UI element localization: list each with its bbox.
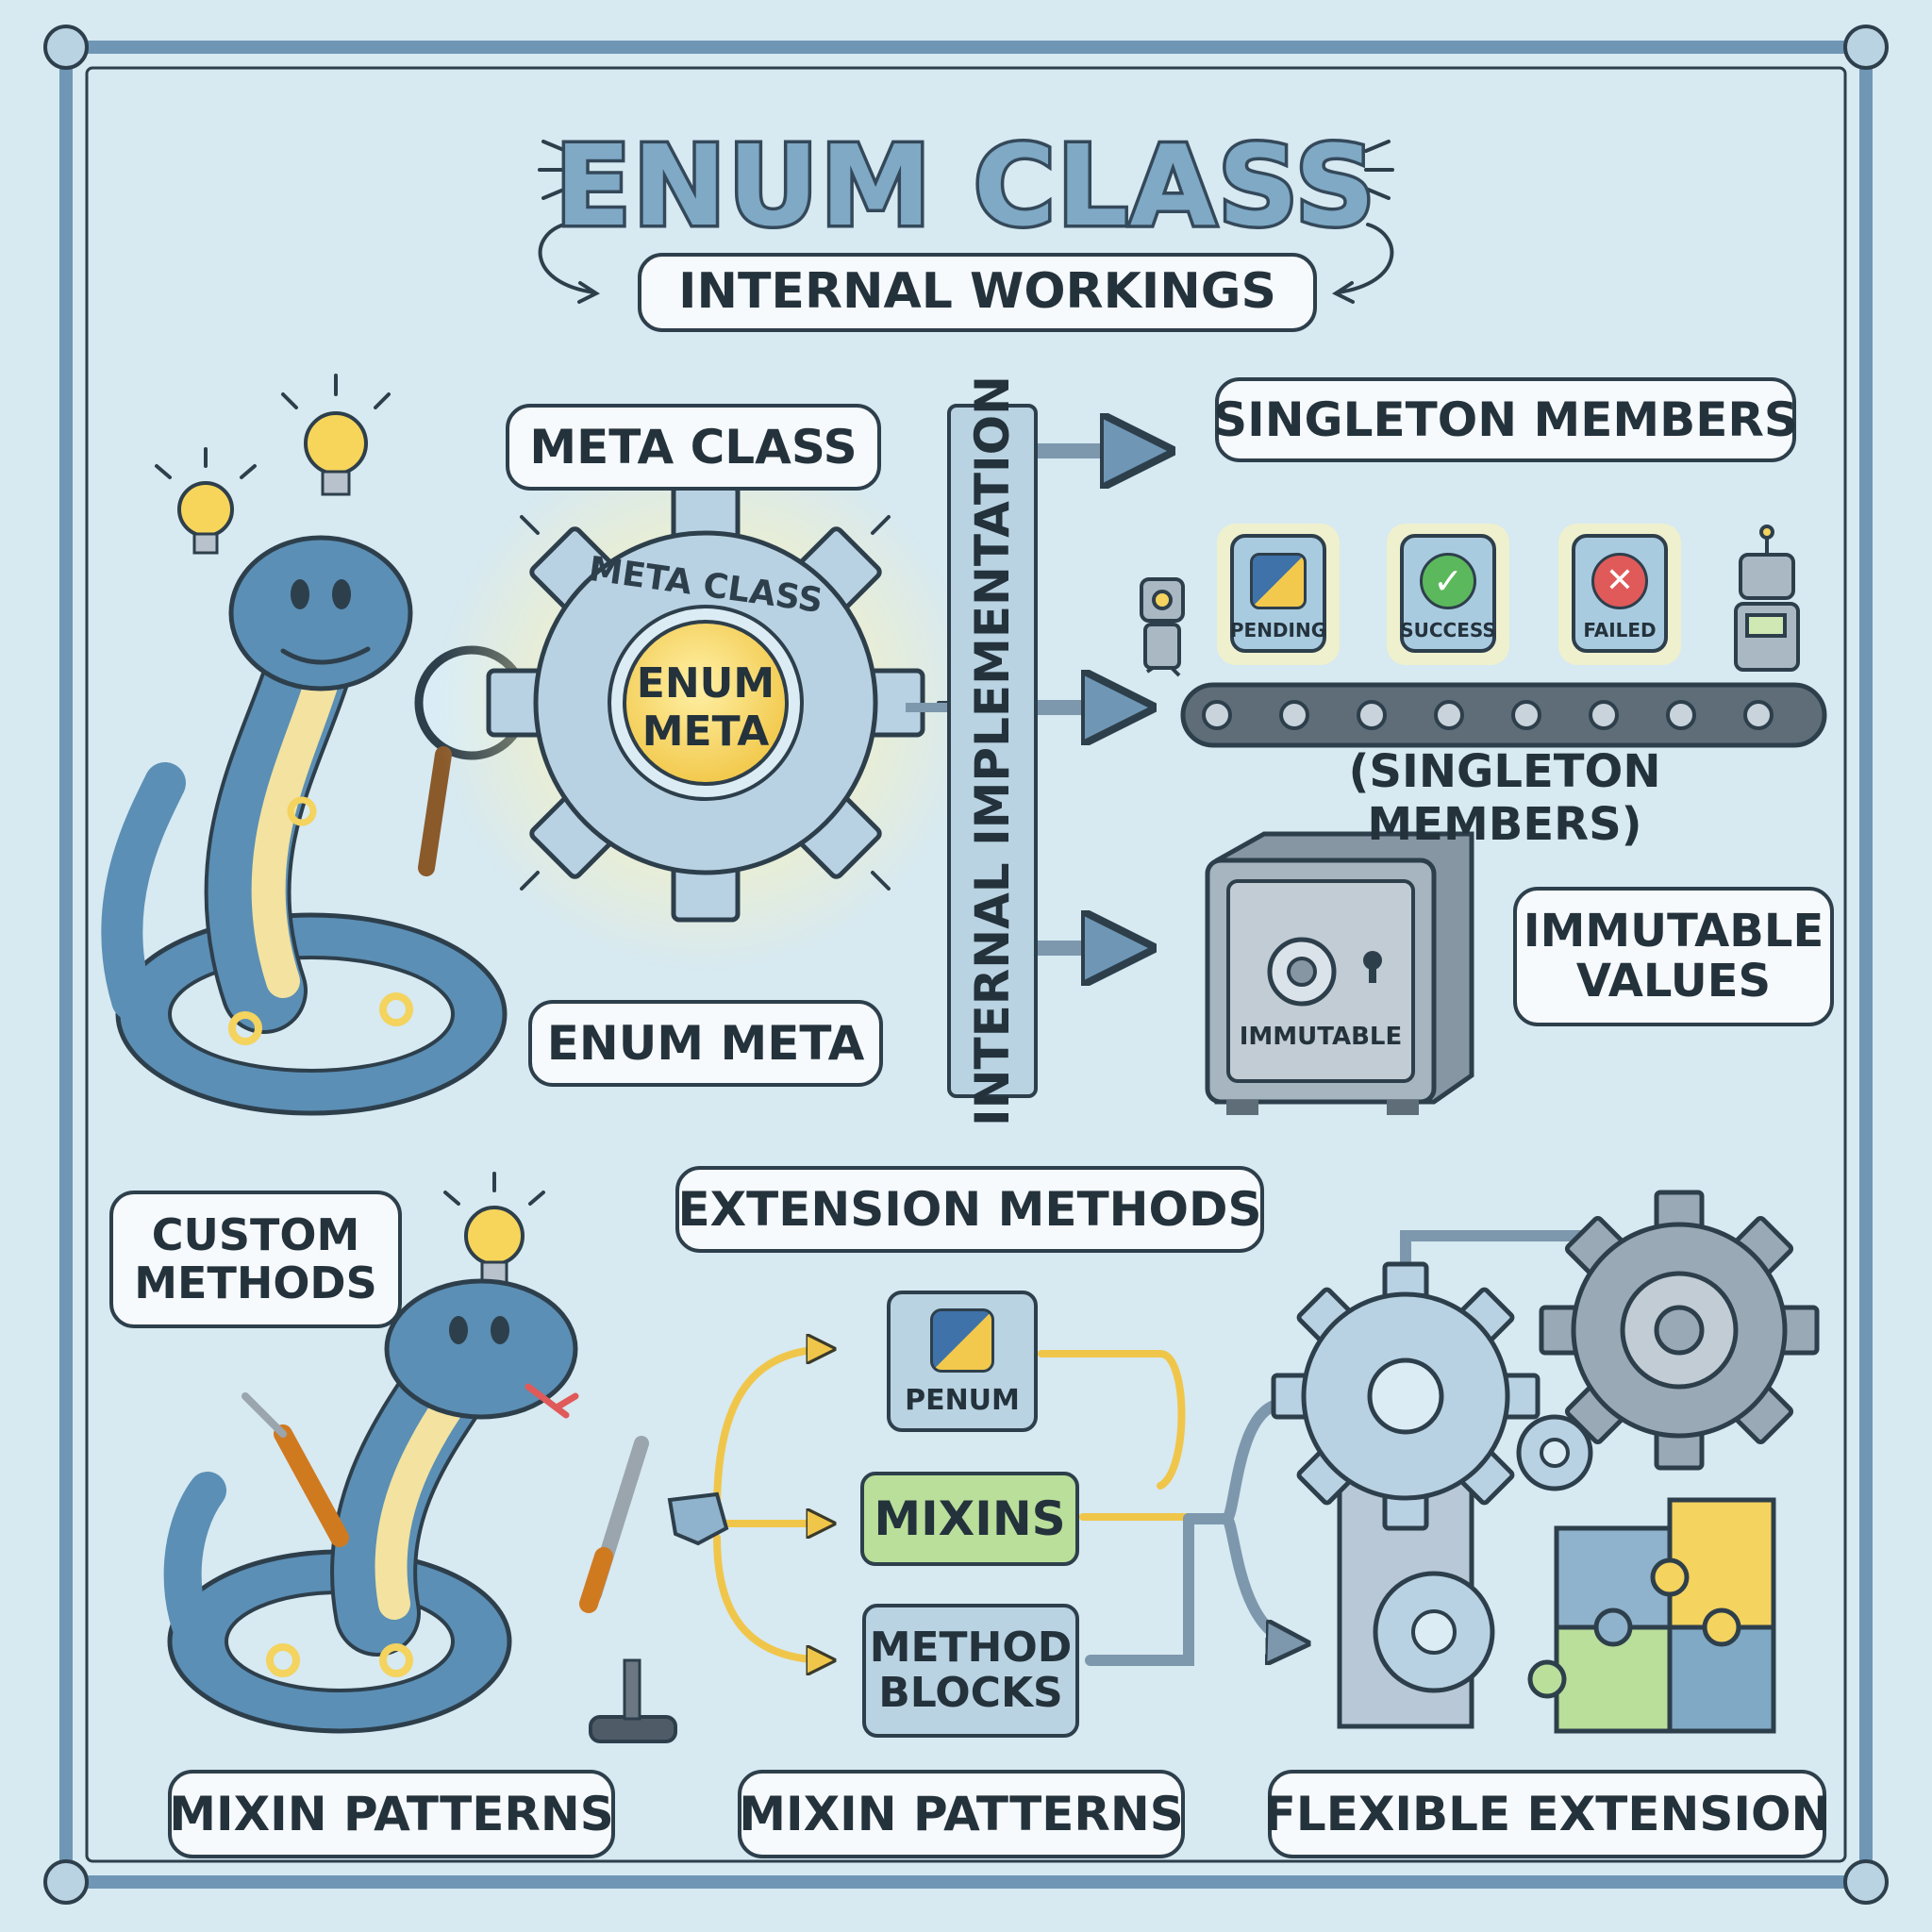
page-title: ENUM CLASS xyxy=(552,118,1378,255)
member-card-success: ✓ SUCCESS xyxy=(1400,534,1496,653)
member-card-pending: PENDING xyxy=(1230,534,1326,653)
implementation-arrows xyxy=(906,451,1160,948)
footer-mixin-patterns-center: MIXIN PATTERNS xyxy=(738,1770,1185,1858)
immutable-values-line1: IMMUTABLE xyxy=(1523,905,1824,958)
method-blocks-box: METHOD BLOCKS xyxy=(862,1604,1079,1738)
member-label-failed: FAILED xyxy=(1583,619,1657,641)
python-logo-icon xyxy=(930,1308,994,1373)
internal-implementation-label: INTERNAL IMPLEMENTATION xyxy=(965,375,1020,1126)
member-label-success: SUCCESS xyxy=(1400,619,1496,641)
decorative-frame xyxy=(43,25,1889,1905)
subtitle-label: INTERNAL WORKINGS xyxy=(638,253,1317,332)
mixins-label: MIXINS xyxy=(874,1491,1066,1546)
snake-with-magnifier-illustration xyxy=(101,535,529,1116)
internal-implementation-bar: INTERNAL IMPLEMENTATION xyxy=(947,375,1038,1126)
immutable-safe-illustration xyxy=(1205,831,1474,1115)
title-flourish xyxy=(538,140,1394,304)
robot-left-illustration xyxy=(1140,577,1185,677)
gears-cluster-illustration xyxy=(1271,1190,1820,1729)
method-blocks-line2: BLOCKS xyxy=(878,1669,1063,1717)
gear-core-line1: ENUM xyxy=(636,659,775,708)
custom-methods-bubble: CUSTOM METHODS xyxy=(109,1191,402,1328)
singleton-members-caption: (SINGLETON MEMBERS) xyxy=(1348,745,1661,851)
immutable-values-bubble: IMMUTABLE VALUES xyxy=(1513,887,1834,1026)
penum-label: PENUM xyxy=(905,1384,1020,1417)
lightbulb-icon xyxy=(155,374,545,1285)
method-blocks-line1: METHOD xyxy=(869,1623,1073,1672)
gear-core-label: ENUM META xyxy=(611,659,800,756)
extension-yellow-arrows xyxy=(713,1349,1192,1660)
snake-with-tools-illustration xyxy=(163,1278,677,1743)
custom-methods-line1: CUSTOM xyxy=(151,1209,360,1261)
metaclass-bubble: META CLASS xyxy=(506,404,881,491)
puzzle-piece-icon xyxy=(667,1491,729,1546)
conveyor-belt-illustration xyxy=(1180,682,1827,748)
safe-label: IMMUTABLE xyxy=(1239,1023,1403,1051)
singleton-members-bubble: SINGLETON MEMBERS xyxy=(1213,377,1798,462)
cross-icon: ✕ xyxy=(1591,553,1648,609)
python-logo-icon xyxy=(1250,553,1307,609)
check-icon: ✓ xyxy=(1420,553,1476,609)
custom-methods-line2: METHODS xyxy=(134,1257,377,1308)
member-card-failed: ✕ FAILED xyxy=(1572,534,1668,653)
member-label-pending: PENDING xyxy=(1229,619,1327,641)
immutable-values-line2: VALUES xyxy=(1575,955,1772,1008)
penum-box: PENUM xyxy=(887,1291,1038,1432)
enum-meta-label: ENUM META xyxy=(528,1000,883,1087)
footer-mixin-patterns-left: MIXIN PATTERNS xyxy=(168,1770,615,1858)
mixins-box: MIXINS xyxy=(860,1472,1079,1566)
extension-methods-label: EXTENSION METHODS xyxy=(675,1166,1264,1253)
footer-flexible-extension: FLEXIBLE EXTENSION xyxy=(1264,1770,1830,1858)
metaclass-gear-illustration xyxy=(437,434,974,972)
puzzle-illustration xyxy=(1527,1497,1776,1734)
robot-right-illustration xyxy=(1734,525,1800,672)
gear-core-line2: META xyxy=(641,707,770,756)
